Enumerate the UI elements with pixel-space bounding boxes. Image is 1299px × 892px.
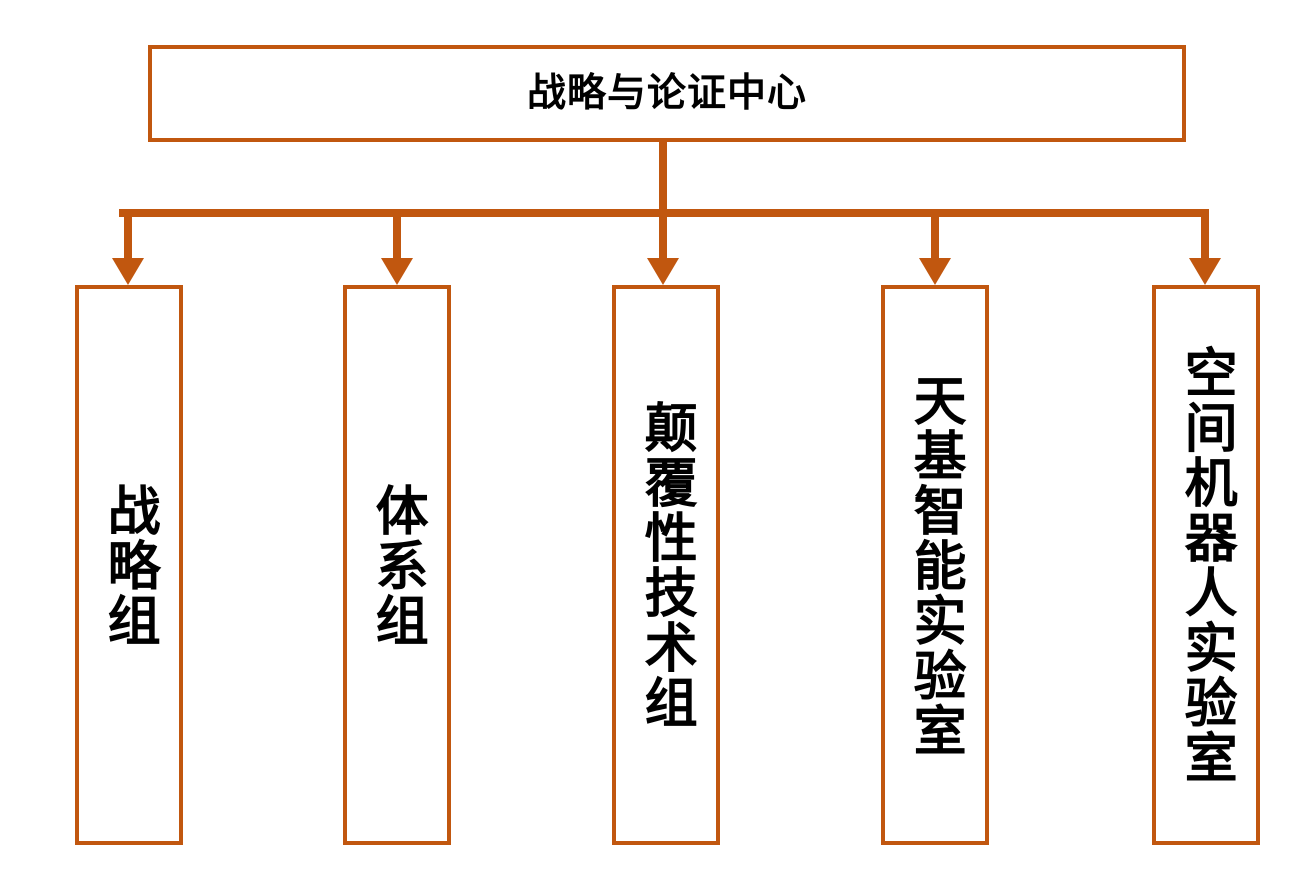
arrowhead-3	[647, 258, 679, 285]
root-node[interactable]: 战略与论证中心	[148, 45, 1186, 142]
child-node-2[interactable]: 体系组	[343, 285, 451, 845]
child-node-5-label: 空间机器人实验室	[1176, 345, 1238, 785]
child-node-1-label: 战略组	[99, 482, 161, 648]
connector-bus-bar	[119, 209, 1209, 217]
child-node-3[interactable]: 颠覆性技术组	[612, 285, 720, 845]
child-node-3-label: 颠覆性技术组	[636, 400, 698, 730]
connector-drop-4	[931, 209, 939, 260]
arrowhead-1	[112, 258, 144, 285]
child-node-5[interactable]: 空间机器人实验室	[1152, 285, 1260, 845]
arrowhead-2	[381, 258, 413, 285]
connector-root-stem	[659, 142, 667, 217]
child-node-2-label: 体系组	[367, 482, 429, 648]
root-node-label: 战略与论证中心	[526, 71, 807, 116]
connector-drop-1	[124, 209, 132, 260]
connector-drop-3	[659, 209, 667, 260]
connector-drop-5	[1201, 209, 1209, 260]
arrowhead-5	[1189, 258, 1221, 285]
child-node-4[interactable]: 天基智能实验室	[881, 285, 989, 845]
connector-drop-2	[393, 209, 401, 260]
child-node-4-label: 天基智能实验室	[905, 372, 967, 758]
arrowhead-4	[919, 258, 951, 285]
child-node-1[interactable]: 战略组	[75, 285, 183, 845]
